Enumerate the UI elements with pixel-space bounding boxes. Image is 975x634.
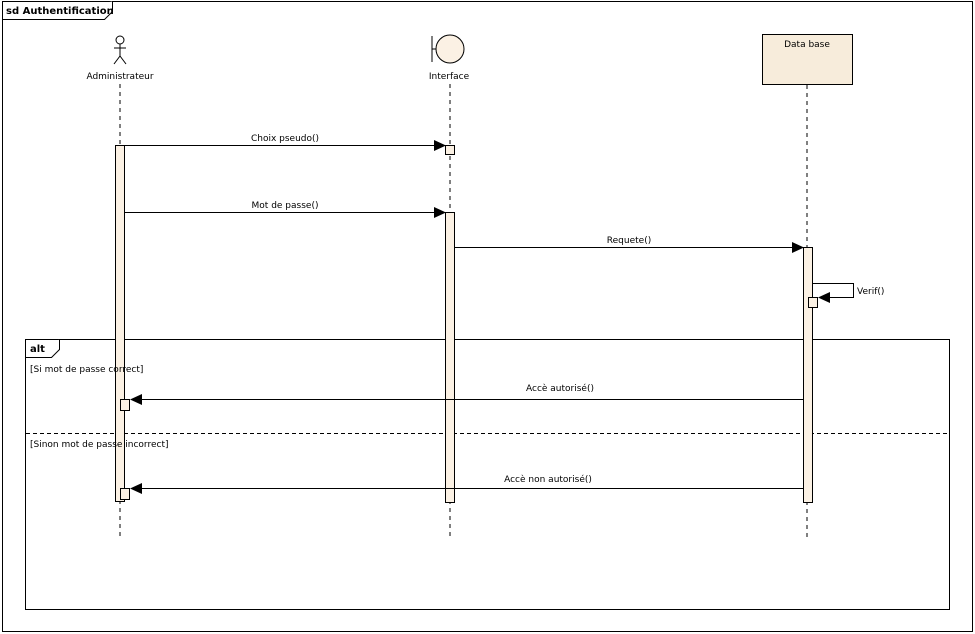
- arrowhead: [792, 242, 804, 253]
- activation-database-verif: [808, 297, 818, 308]
- message-arrow-verif: [813, 283, 854, 298]
- activation-administrateur-ko: [120, 488, 130, 500]
- activation-administrateur: [115, 145, 125, 502]
- diagram-title: sd Authentification: [6, 6, 114, 17]
- arrowhead: [434, 207, 446, 218]
- message-label-choix-pseudo: Choix pseudo(): [251, 134, 319, 144]
- participant-database[interactable]: Data base: [762, 34, 853, 85]
- participant-label-interface: Interface: [429, 72, 470, 82]
- activation-interface-2: [445, 212, 455, 503]
- arrowhead: [818, 292, 830, 303]
- actor-administrateur[interactable]: Administrateur: [86, 35, 154, 82]
- alt-fragment-tab: [25, 339, 60, 358]
- message-label-verif: Verif(): [857, 287, 884, 297]
- actor-icon: [115, 35, 125, 45]
- sd-frame-tab: [2, 1, 113, 20]
- database-box: [762, 34, 853, 85]
- arrowhead: [130, 394, 142, 405]
- participant-label-database: Data base: [784, 40, 830, 50]
- alt-keyword: alt: [30, 344, 45, 355]
- activation-administrateur-ok: [120, 399, 130, 411]
- arrowhead: [434, 140, 446, 151]
- participant-label-administrateur: Administrateur: [86, 72, 153, 82]
- alt-guard-incorrect: [Sinon mot de passe incorrect]: [30, 440, 169, 450]
- message-label-acces-non-autorise: Accè non autorisé(): [504, 474, 592, 485]
- alt-fragment: [25, 339, 950, 610]
- activation-interface-1: [445, 145, 455, 155]
- arrowhead: [130, 483, 142, 494]
- boundary-interface[interactable]: Interface: [429, 34, 470, 82]
- message-label-mot-de-passe: Mot de passe(): [252, 201, 319, 211]
- activation-database: [803, 247, 813, 503]
- message-label-requete: Requete(): [607, 236, 651, 246]
- alt-guard-correct: [Si mot de passe correct]: [30, 365, 143, 375]
- message-label-acces-autorise: Accè autorisé(): [526, 383, 594, 394]
